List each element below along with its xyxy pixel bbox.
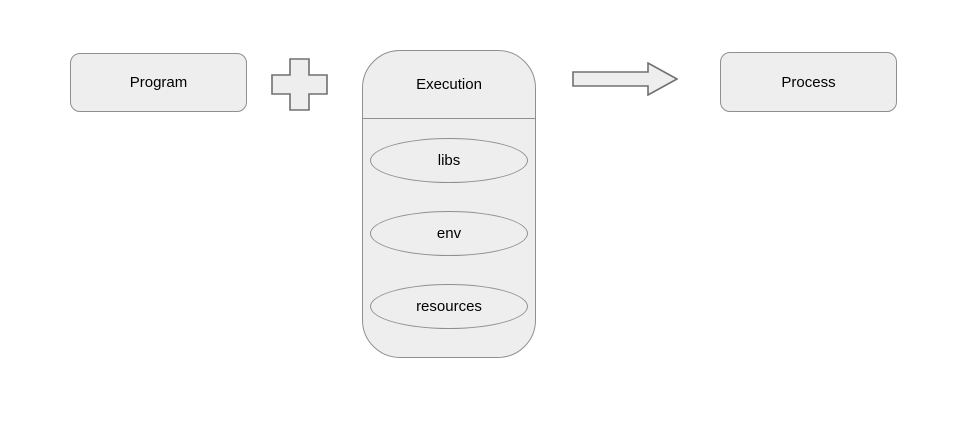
execution-node: Execution libs env resources bbox=[362, 50, 536, 358]
process-node: Process bbox=[720, 52, 897, 112]
execution-item-label: resources bbox=[416, 298, 482, 315]
execution-item-env: env bbox=[370, 211, 528, 256]
execution-title: Execution bbox=[416, 76, 482, 93]
execution-item-libs: libs bbox=[370, 138, 528, 183]
program-label: Program bbox=[129, 74, 188, 91]
process-label: Process bbox=[781, 73, 836, 91]
program-node: Program bbox=[70, 53, 247, 112]
plus-icon bbox=[271, 58, 328, 111]
execution-item-label: libs bbox=[437, 152, 461, 169]
execution-header: Execution bbox=[363, 51, 535, 119]
execution-item-resources: resources bbox=[370, 284, 528, 329]
arrow-right-icon bbox=[572, 62, 678, 96]
execution-item-label: env bbox=[436, 225, 462, 242]
